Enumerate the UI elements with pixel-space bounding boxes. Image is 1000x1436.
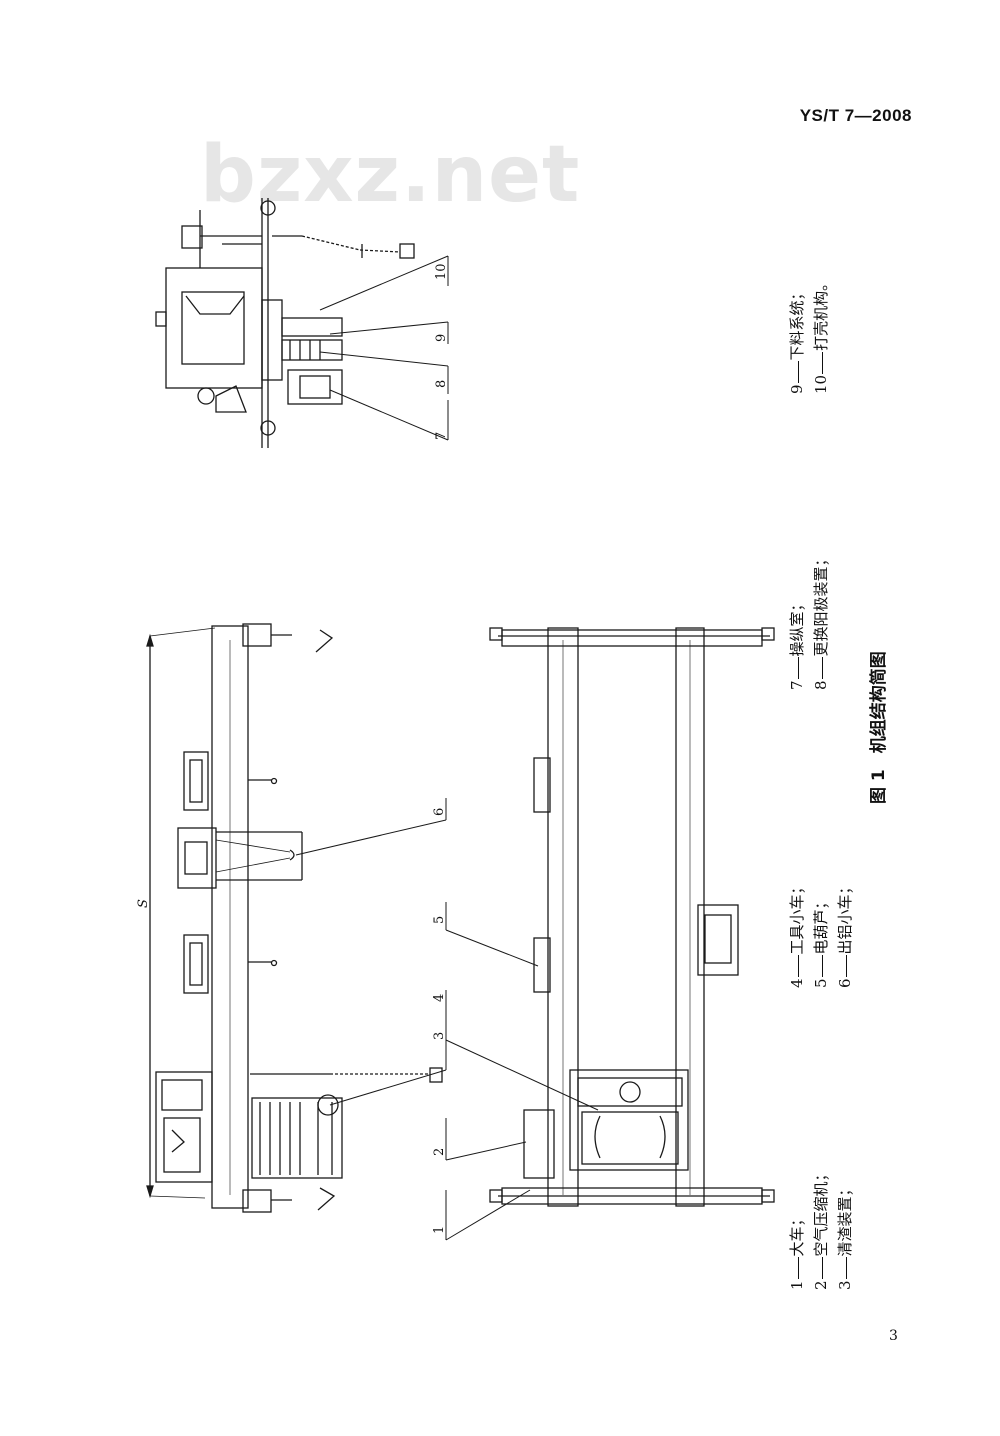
standard-code: YS/T 7—2008 <box>799 106 912 125</box>
legend-item-3: 3清渣装置； <box>836 1181 854 1290</box>
callout-9: 9 <box>434 333 449 342</box>
callout-1: 1 <box>432 1225 447 1234</box>
callout-6: 6 <box>432 807 447 816</box>
callout-3: 3 <box>432 1031 447 1040</box>
legend-item-1: 1大车； <box>788 1211 806 1290</box>
side-elevation-view <box>146 623 443 1213</box>
legend-item-2: 2空气压缩机； <box>812 1166 830 1290</box>
figure-caption: 图 1机组结构简图 <box>869 651 889 804</box>
end-view <box>155 198 415 448</box>
legend-item-6: 6出铝小车； <box>836 879 854 988</box>
callout-8: 8 <box>434 379 449 388</box>
legend-item-4: 4工具小车； <box>788 879 806 988</box>
dimension-label: S <box>136 899 151 908</box>
callout-5: 5 <box>432 915 447 924</box>
legend-item-9: 9下料系统； <box>788 285 806 394</box>
plan-view <box>489 627 775 1207</box>
callout-4: 4 <box>432 993 447 1002</box>
legend-item-8: 8更换阳极装置； <box>812 551 830 690</box>
legend-item-7: 7操纵室； <box>788 596 806 690</box>
watermark: bzxz.net <box>200 130 581 220</box>
callout-10: 10 <box>434 263 449 280</box>
callout-7: 7 <box>434 431 449 440</box>
callout-2: 2 <box>432 1147 447 1156</box>
legend-item-5: 5电葫芦； <box>812 894 830 988</box>
leader-lines <box>295 255 599 1241</box>
page-number: 3 <box>889 1328 898 1344</box>
legend-item-10: 10打壳机构。 <box>812 275 830 394</box>
